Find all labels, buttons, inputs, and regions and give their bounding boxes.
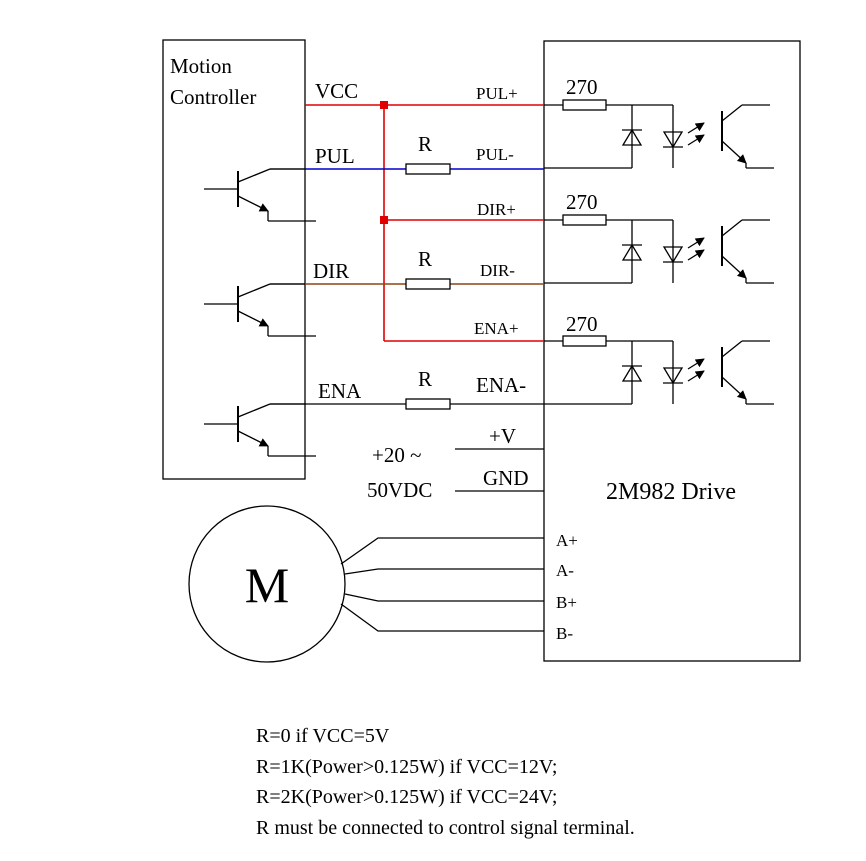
terminal-b-plus: B+ xyxy=(556,593,577,612)
terminal-ena-plus: ENA+ xyxy=(474,319,519,338)
drive-title: 2M982 Drive xyxy=(606,479,736,505)
label-dir: DIR xyxy=(313,259,349,283)
motor-phase-wires xyxy=(340,537,544,632)
ena-output-transistor xyxy=(204,404,316,456)
note-line: R=0 if VCC=5V xyxy=(256,725,390,747)
terminal-a-plus: A+ xyxy=(556,531,578,550)
dir-output-transistor xyxy=(204,284,316,336)
motor-circle xyxy=(188,505,346,663)
terminal-a-minus: A- xyxy=(556,561,574,580)
vcc-junction-2 xyxy=(380,216,388,224)
terminal-dir-plus: DIR+ xyxy=(477,200,516,219)
dir-optocoupler xyxy=(606,220,774,283)
pul-output-transistor xyxy=(204,169,316,221)
power-wiring xyxy=(455,448,544,492)
note-line: R=1K(Power>0.125W) if VCC=12V; xyxy=(256,755,558,778)
label-pul: PUL xyxy=(315,144,355,168)
label-r-pul: R xyxy=(418,132,432,156)
drive-box xyxy=(543,40,801,662)
terminal-gnd: GND xyxy=(483,466,529,490)
power-range-line1: +20 ~ xyxy=(372,443,421,467)
motion-controller-box xyxy=(162,39,306,480)
controller-title-line1: Motion xyxy=(170,54,232,78)
motor-label: M xyxy=(245,557,289,613)
label-270-ena: 270 xyxy=(566,312,598,336)
terminal-ena-minus: ENA- xyxy=(476,373,526,397)
terminal-pul-minus: PUL- xyxy=(476,145,514,164)
label-r-ena: R xyxy=(418,367,432,391)
ena-optocoupler xyxy=(606,341,774,404)
ena-wiring xyxy=(270,398,544,410)
terminal-dir-minus: DIR- xyxy=(480,261,515,280)
resistor-notes: R=0 if VCC=5V R=1K(Power>0.125W) if VCC=… xyxy=(256,721,635,843)
terminal-pul-plus: PUL+ xyxy=(476,84,518,103)
terminal-b-minus: B- xyxy=(556,624,573,643)
controller-title-line2: Controller xyxy=(170,85,256,109)
label-vcc: VCC xyxy=(315,79,358,103)
vcc-junction-1 xyxy=(380,101,388,109)
power-range-line2: 50VDC xyxy=(367,478,432,502)
note-line: R must be connected to control signal te… xyxy=(256,816,635,839)
label-ena: ENA xyxy=(318,379,362,403)
dir-wiring xyxy=(270,278,544,290)
internal-resistors xyxy=(544,99,632,405)
label-r-dir: R xyxy=(418,247,432,271)
label-270-pul: 270 xyxy=(566,75,598,99)
label-270-dir: 270 xyxy=(566,190,598,214)
terminal-v-plus: +V xyxy=(489,424,516,448)
pul-wiring xyxy=(270,163,544,175)
note-line: R=2K(Power>0.125W) if VCC=24V; xyxy=(256,786,558,808)
pul-optocoupler xyxy=(606,105,774,168)
